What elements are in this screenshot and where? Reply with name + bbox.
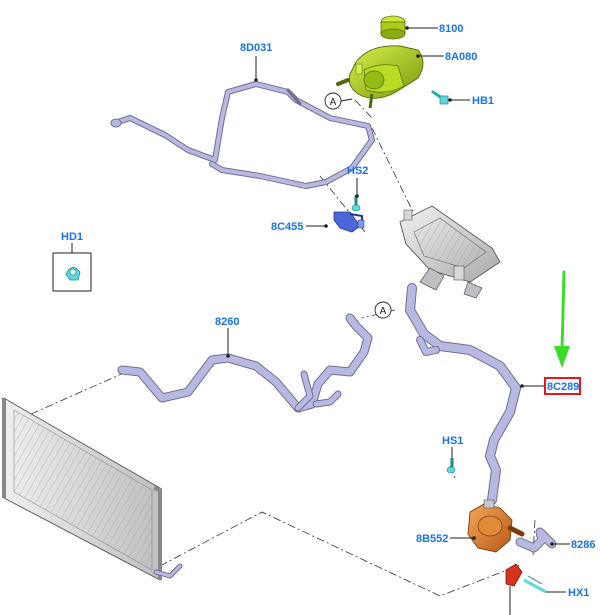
part-labels: 8100 8A080 HB1 8D031 HS2 8C455 HD1 8260 …: [61, 23, 595, 599]
hose-8260[interactable]: [117, 313, 373, 413]
hose-8c289[interactable]: [405, 283, 521, 505]
leader-lines: [71, 26, 570, 593]
label-8b552[interactable]: 8B552: [416, 533, 448, 545]
callout-a-label: A: [380, 306, 387, 317]
label-8c289[interactable]: 8C289: [547, 381, 579, 393]
label-8260[interactable]: 8260: [215, 316, 239, 328]
radiator[interactable]: [2, 397, 183, 581]
callout-a-icon: A: [324, 92, 353, 110]
clip-hd1-box[interactable]: [52, 252, 92, 292]
label-hb1[interactable]: HB1: [472, 95, 494, 107]
selection-box: [544, 377, 581, 395]
fitting-hx1[interactable]: [523, 575, 547, 594]
label-8100[interactable]: 8100: [439, 23, 463, 35]
clip-hs1[interactable]: [446, 458, 456, 474]
bolt-hb1[interactable]: [431, 90, 449, 105]
label-8a080[interactable]: 8A080: [445, 51, 477, 63]
label-hs2[interactable]: HS2: [347, 165, 368, 177]
hose-8d031[interactable]: [110, 81, 375, 189]
reservoir-cap[interactable]: [380, 15, 406, 40]
valve-red[interactable]: [505, 563, 523, 615]
label-8d031[interactable]: 8D031: [240, 42, 272, 54]
callout-a-icon: A: [374, 301, 392, 319]
label-hd1[interactable]: HD1: [61, 231, 83, 243]
coolant-pump[interactable]: [467, 499, 525, 553]
coolant-reservoir[interactable]: [336, 45, 424, 109]
green-arrow-icon: [554, 270, 570, 368]
bracket-8c455[interactable]: [333, 211, 365, 233]
label-hx1[interactable]: HX1: [568, 587, 589, 599]
callout-a-label: A: [330, 97, 337, 108]
label-8c455[interactable]: 8C455: [271, 221, 303, 233]
label-hs1[interactable]: HS1: [442, 435, 463, 447]
selected-part-8c289[interactable]: 8C289: [544, 377, 581, 395]
heat-exchanger[interactable]: [399, 205, 501, 299]
label-8286[interactable]: 8286: [571, 539, 595, 551]
hose-8286[interactable]: [515, 527, 557, 553]
clip-hs2[interactable]: [351, 196, 361, 212]
